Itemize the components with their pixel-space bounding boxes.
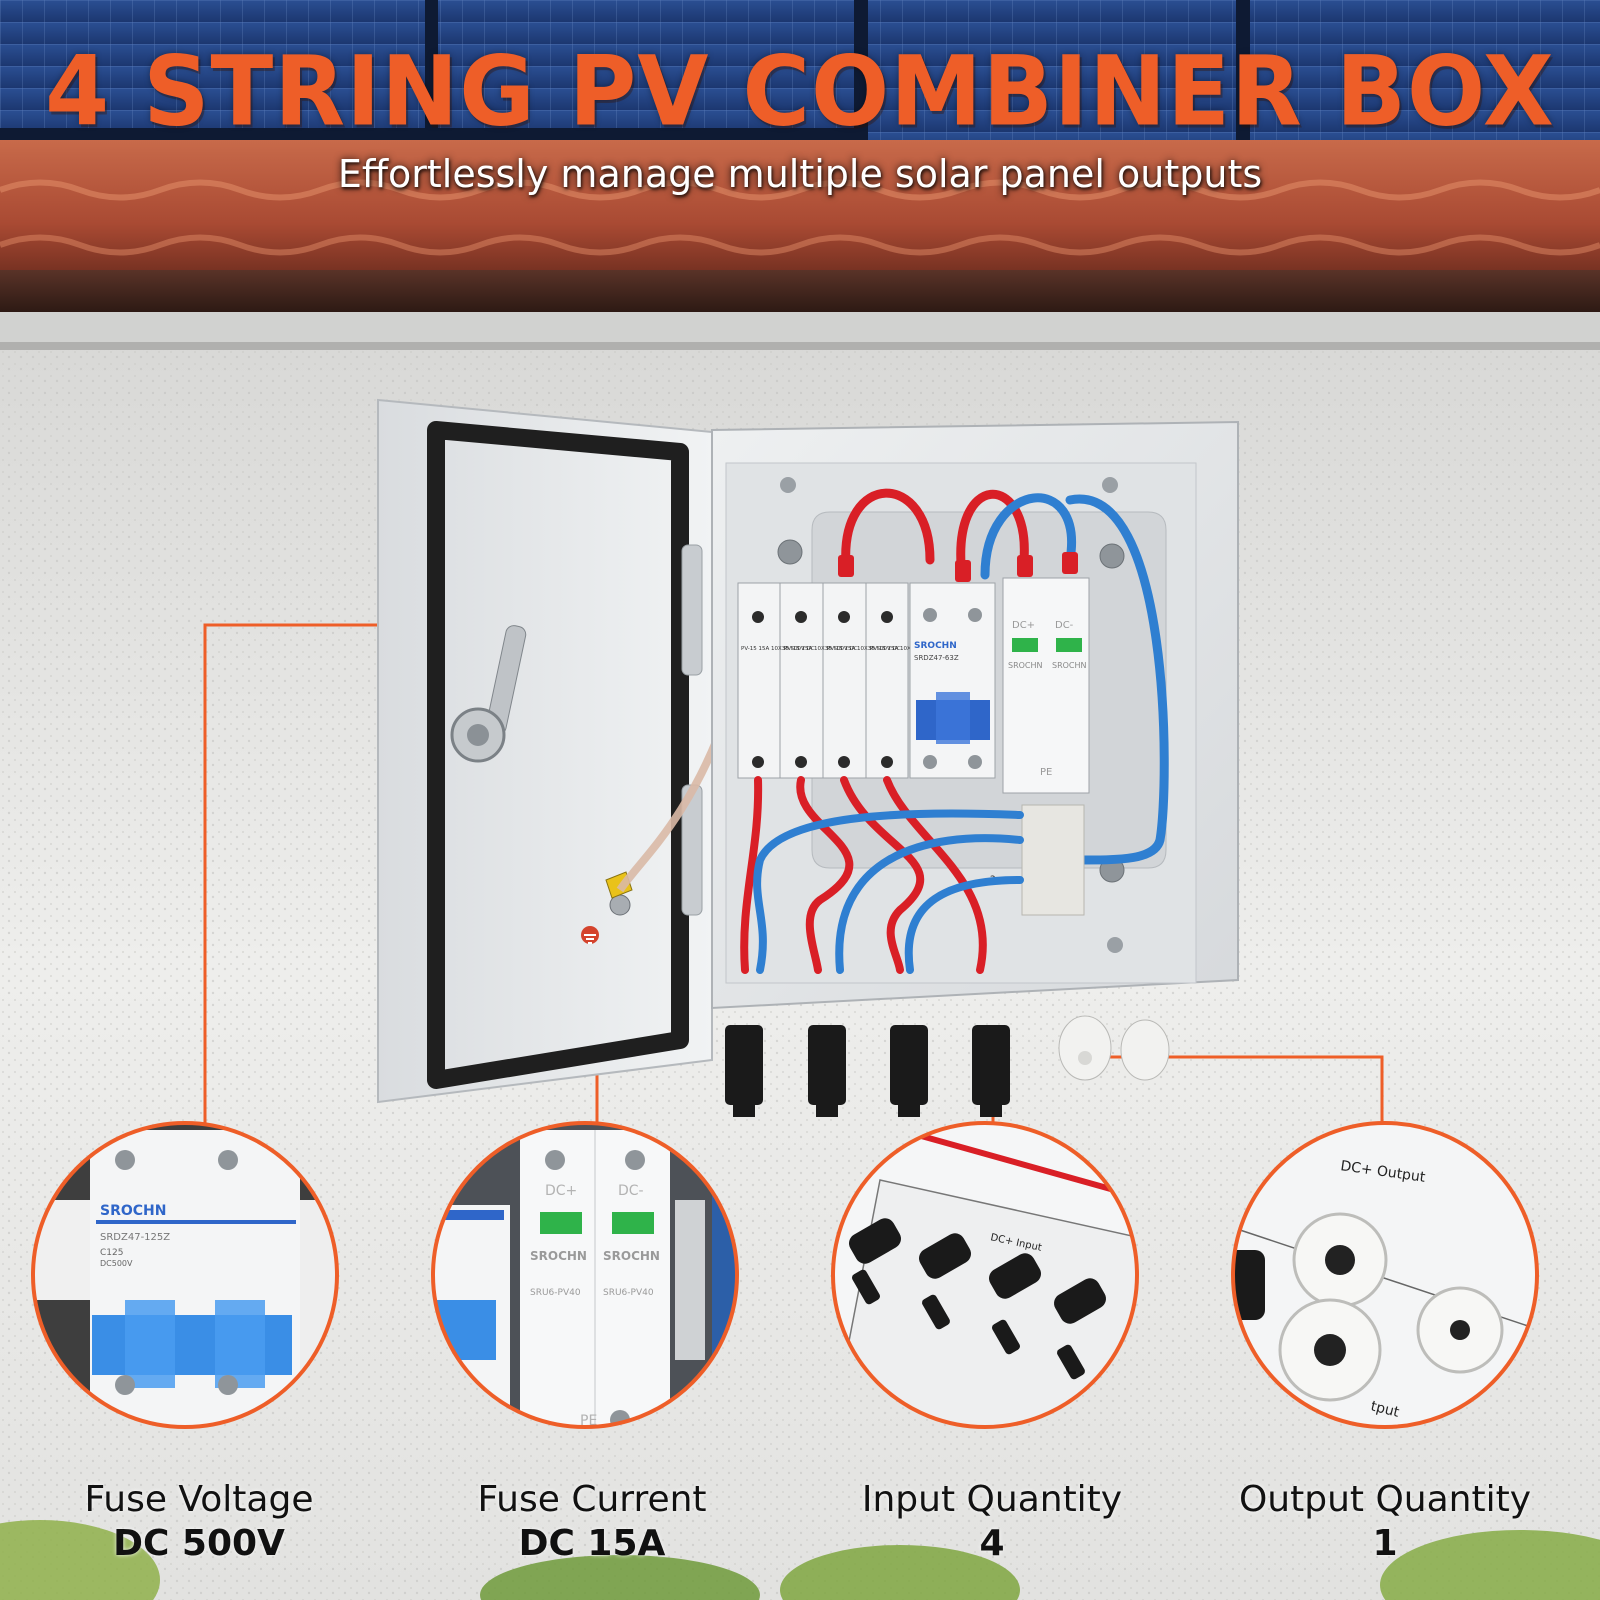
spec-label: Fuse Current [477, 1479, 707, 1520]
svg-text:SRU6-PV40: SRU6-PV40 [603, 1288, 654, 1298]
breaker-model-label: SRDZ47-63Z [914, 654, 959, 662]
spd-dc-minus-label: DC- [1055, 620, 1074, 631]
cable-glands[interactable] [1058, 1015, 1170, 1081]
spec-value: DC 15A [518, 1523, 666, 1564]
surge-protector[interactable]: DC+ DC- SROCHN SROCHN PE [1002, 577, 1090, 794]
spd-brand-label: SROCHN [1008, 661, 1043, 670]
zoom-spd-dc-minus: DC- [618, 1183, 644, 1199]
spec-value: 1 [1372, 1523, 1398, 1564]
spec-label: Input Quantity [861, 1479, 1123, 1520]
svg-text:PV-15 15A 10X38 500V DC: PV-15 15A 10X38 500V DC [784, 646, 858, 652]
zoom-breaker-rating: C125 [100, 1248, 123, 1258]
zoom-breaker-brand: SROCHN [100, 1203, 166, 1219]
spec-input-quantity: Input Quantity 4 [812, 1478, 1172, 1566]
zoom-output-partial: tput [1369, 1398, 1401, 1421]
spd-pe-label: PE [1040, 767, 1052, 778]
dc-breaker[interactable]: SROCHN SRDZ47-63Z [909, 582, 996, 779]
door-latch-icon[interactable] [450, 624, 527, 763]
svg-text:SROCHN: SROCHN [1052, 661, 1087, 670]
breaker-brand-label: SROCHN [914, 641, 957, 651]
zoom-breaker-dc: DC500V [100, 1259, 133, 1268]
page-subtitle: Effortlessly manage multiple solar panel… [337, 152, 1263, 196]
spec-label: Fuse Voltage [84, 1479, 314, 1520]
svg-text:PV-15 15A 10X38 500V DC: PV-15 15A 10X38 500V DC [827, 646, 901, 652]
spec-fuse-current: Fuse Current DC 15A [412, 1478, 772, 1566]
enclosure-door[interactable] [377, 398, 732, 1104]
solar-panels [0, 0, 1600, 145]
zoom-spd-brand: SROCHN [530, 1249, 587, 1263]
zoom-breaker: SROCHN SRDZ47-125Z C125 DC500V [31, 1121, 339, 1429]
svg-text:PV-15 15A 10X38 500V DC: PV-15 15A 10X38 500V DC [870, 646, 944, 652]
fuse-holders[interactable]: PV-15 15A 10X38 500V DC PV-15 15A 10X38 … [737, 582, 944, 779]
ground-terminal-icon [581, 871, 633, 944]
foliage [0, 1520, 1600, 1600]
zoom-surge-protector: DC+ DC- SROCHN SROCHN SRU6-PV40 SRU6-PV4… [431, 1121, 739, 1429]
spec-value: 4 [979, 1523, 1005, 1564]
mc4-input-connectors[interactable] [725, 1025, 1010, 1117]
spec-label: Output Quantity [1238, 1479, 1532, 1520]
page-title: 4 STRING PV COMBINER BOX [45, 35, 1555, 148]
zoom-spd-model: SRU6-PV40 [530, 1288, 581, 1298]
zoom-output-glands: DC+ Output tput [1231, 1121, 1539, 1429]
wires-top [841, 488, 1169, 865]
spd-dc-plus-label: DC+ [1012, 620, 1035, 631]
door-hinge [681, 544, 703, 676]
roof-tiles [0, 140, 1600, 350]
zoom-spd-pe: PE [580, 1413, 597, 1429]
spec-value: DC 500V [113, 1523, 285, 1564]
zoom-spd-dc-plus: DC+ [545, 1183, 577, 1199]
spec-fuse-voltage: Fuse Voltage DC 500V [19, 1478, 379, 1566]
wires-bottom [740, 776, 1024, 974]
ferrules [838, 552, 1078, 582]
fuse-rating-label: PV-15 15A 10X38 500V DC [741, 646, 815, 652]
zoom-breaker-model: SRDZ47-125Z [100, 1232, 170, 1243]
zoom-input-connectors: DC+ Input [831, 1121, 1139, 1429]
spec-output-quantity: Output Quantity 1 [1205, 1478, 1565, 1566]
svg-text:SROCHN: SROCHN [603, 1249, 660, 1263]
